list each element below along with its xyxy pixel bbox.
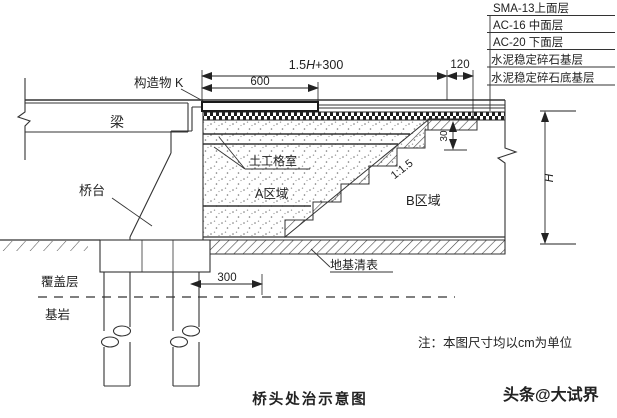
leader-lines — [111, 88, 393, 273]
section-linework — [0, 78, 518, 387]
abutment-label: 桥台 — [79, 183, 105, 198]
dim-text-top-span: 1.5H+300 — [289, 58, 344, 72]
leader-abutment — [111, 197, 153, 227]
leader-geocell — [213, 136, 310, 170]
dim-text-slab: 600 — [250, 76, 269, 88]
layer-label-base: 水泥稳定碎石基层 — [491, 53, 583, 67]
asphalt-layer-lines — [318, 104, 505, 109]
watermark: 头条@大试界 — [503, 385, 599, 404]
dimension-lines — [190, 70, 576, 295]
pile-cap-joints — [141, 240, 174, 272]
dim-top-span-post: +300 — [315, 58, 343, 72]
bedrock-label: 基岩 — [45, 307, 70, 322]
area-b-label: B区域 — [406, 193, 441, 208]
ground-clearing-label: 地基清表 — [330, 258, 378, 272]
geocell-label: 土工格室 — [249, 153, 297, 168]
diagram-title: 桥头处治示意图 — [252, 390, 368, 408]
layer-label-ac20: AC-20 下面层 — [493, 36, 563, 49]
dimension-texts: 1.5H+300 600 120 30 300 H — [217, 58, 556, 284]
leader-structure-k — [180, 88, 204, 102]
pile-right — [169, 272, 201, 387]
embankment-right-break — [496, 100, 518, 254]
deck-left-break — [16, 78, 32, 160]
top-bench-hatch — [427, 118, 478, 131]
pile-left — [100, 272, 132, 387]
pile-cap — [99, 239, 211, 273]
layer-label-ac16: AC-16 中面层 — [493, 19, 563, 32]
layer-label-subbase: 水泥稳定碎石底基层 — [491, 71, 595, 85]
embankment-fill-area-a — [203, 120, 428, 237]
dim-text-step-height: 30 — [439, 130, 450, 142]
dim-text-bench: 120 — [450, 59, 469, 71]
diagram-labels: 构造物 K 梁 桥台 土工格室 A区域 B区域 1:1.5 地基清表 覆盖层 基… — [41, 75, 441, 322]
leader-ground-clearing — [310, 248, 393, 273]
structure-k-label: 构造物 K — [134, 75, 184, 90]
ladder-rules — [487, 15, 615, 86]
approach-slab — [201, 101, 319, 112]
dim-top-span-var: H — [306, 58, 316, 72]
dim-text-pile-offset: 300 — [217, 272, 236, 284]
layer-label-sma13: SMA-13上面层 — [493, 2, 569, 15]
pavement-layer-ladder: SMA-13上面层 AC-16 中面层 AC-20 下面层 水泥稳定碎石基层 水… — [487, 2, 615, 111]
abutment-outline — [129, 106, 204, 240]
dim-top-span-pre: 1.5 — [289, 58, 306, 72]
overburden-label: 覆盖层 — [41, 275, 79, 289]
natural-ground-hatch — [0, 241, 88, 251]
dim-text-height-h: H — [542, 173, 556, 182]
units-note: 注：本图尺寸均以cm为单位 — [418, 335, 572, 350]
foundation-clearing-strip — [209, 239, 506, 255]
area-a-label: A区域 — [255, 187, 288, 201]
beam-label: 梁 — [110, 114, 124, 130]
